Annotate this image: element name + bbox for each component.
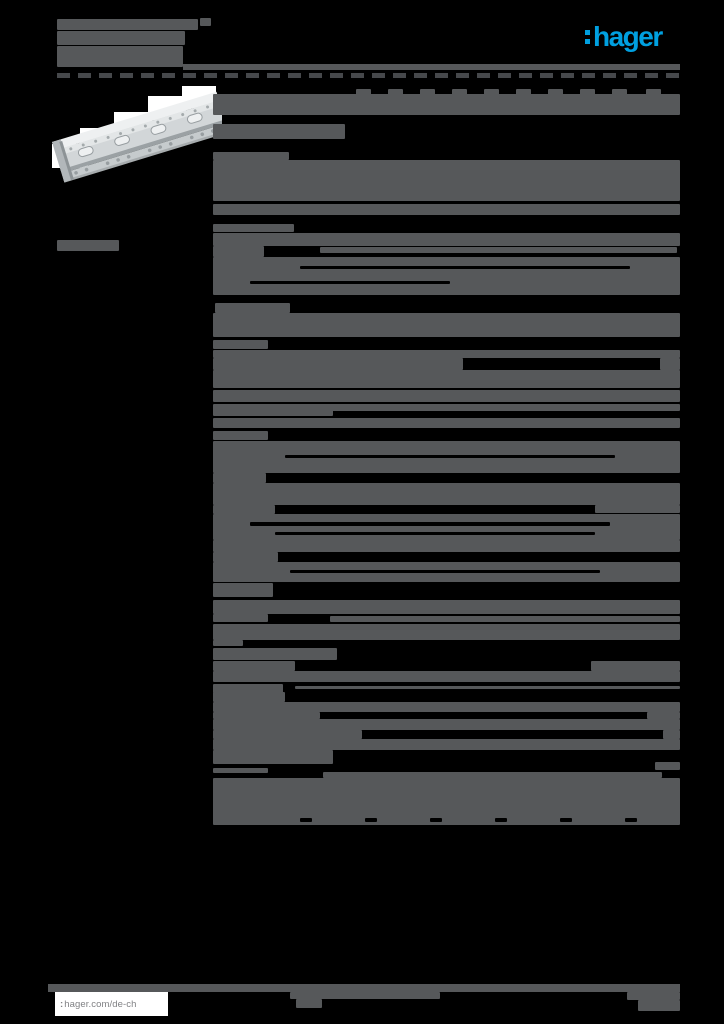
redacted-text-line: [330, 404, 680, 411]
redacted-text-line: [57, 240, 119, 251]
redacted-text-line: [560, 818, 572, 822]
footer-url: hager.com/de-ch: [64, 998, 137, 1010]
redacted-text-line: [213, 233, 680, 246]
redacted-text-line: [612, 89, 627, 95]
footer-url-prefix-icon: :: [60, 998, 64, 1010]
redacted-text-line: [290, 992, 440, 999]
footer-rule: [48, 984, 680, 992]
redacted-text-line: [57, 19, 198, 30]
redacted-text-line: [213, 739, 680, 750]
redacted-text-line: [213, 246, 264, 257]
redacted-text-line: [323, 772, 662, 778]
redacted-text-line: [356, 89, 371, 95]
redacted-text-line: [213, 152, 289, 160]
redacted-text-line: [213, 684, 283, 693]
redacted-text-line: [213, 483, 680, 505]
redacted-text-line: [484, 89, 499, 95]
redacted-text-line: [591, 661, 680, 671]
redacted-text-line: [215, 303, 290, 313]
redacted-text-line: [250, 201, 623, 204]
redacted-text-line: [213, 712, 320, 719]
redacted-text-line: [213, 719, 680, 730]
redacted-text-line: [638, 1000, 680, 1011]
redacted-text-line: [646, 89, 661, 95]
redacted-text-line: [213, 124, 345, 139]
redacted-text-line: [213, 224, 294, 232]
footer-url-box: : hager.com/de-ch: [55, 992, 168, 1016]
redacted-text-line: [295, 686, 680, 689]
redacted-text-line: [365, 818, 377, 822]
redacted-text-line: [213, 257, 680, 295]
redacted-text-line: [213, 204, 680, 215]
redacted-text-line: [660, 358, 680, 370]
redacted-text-line: [213, 730, 362, 739]
redacted-text-line: [213, 94, 680, 115]
redacted-text-line: [213, 540, 680, 552]
redacted-text-line: [452, 89, 467, 95]
redacted-text-line: [300, 818, 312, 822]
header-dashed-line: [57, 73, 680, 78]
redacted-text-line: [213, 358, 463, 370]
redacted-text-line: [213, 624, 680, 640]
redacted-text-line: [388, 89, 403, 95]
redacted-text-line: [213, 370, 680, 388]
redacted-text-line: [213, 640, 243, 646]
redacted-text-line: [495, 818, 507, 822]
redacted-text-line: [250, 522, 610, 526]
redacted-text-line: [330, 616, 680, 622]
redacted-text-line: [548, 89, 563, 95]
redacted-text-line: [213, 473, 266, 483]
redacted-text-line: [647, 712, 680, 719]
redacted-text-line: [213, 768, 268, 773]
header-rule: [183, 64, 680, 70]
redacted-text-line: [320, 247, 677, 253]
hager-logo-text: hager: [593, 21, 663, 52]
redacted-text-line: [213, 661, 295, 671]
redacted-text-line: [213, 431, 268, 440]
redacted-text-line: [213, 614, 268, 622]
redacted-text-line: [655, 762, 680, 770]
redacted-text-line: [213, 671, 680, 682]
redacted-text-line: [275, 532, 595, 535]
redacted-text-line: [213, 583, 273, 597]
redacted-text-line: [300, 266, 630, 269]
redacted-text-line: [213, 514, 680, 540]
redacted-text-line: [213, 552, 278, 562]
redacted-text-line: [213, 340, 268, 349]
redacted-text-line: [213, 702, 680, 712]
redacted-text-line: [213, 350, 680, 358]
redacted-text-line: [420, 89, 435, 95]
redacted-text-line: [280, 752, 320, 760]
redacted-text-line: [516, 89, 531, 95]
product-image: [52, 86, 222, 183]
redacted-text-line: [57, 31, 185, 45]
redacted-text-line: [250, 281, 450, 284]
redacted-text-line: [213, 692, 285, 702]
redacted-text-line: [213, 505, 275, 514]
redacted-text-line: [285, 455, 615, 458]
redacted-text-line: [290, 570, 600, 573]
redacted-text-line: [213, 648, 337, 660]
redacted-text-line: [213, 600, 680, 614]
hager-logo-colon-icon: [585, 29, 590, 49]
redacted-text-line: [213, 418, 680, 428]
redacted-text-line: [213, 778, 680, 825]
redacted-text-line: [213, 313, 680, 337]
redacted-text-line: [57, 46, 183, 67]
redacted-text-line: [200, 18, 211, 26]
redacted-text-line: [296, 999, 322, 1008]
redacted-text-line: [213, 390, 680, 402]
redacted-text-line: [430, 818, 442, 822]
redacted-text-line: [213, 404, 333, 416]
redacted-text-line: [625, 818, 637, 822]
redacted-text-line: [580, 89, 595, 95]
redacted-text-line: [213, 160, 680, 201]
redacted-text-line: [627, 992, 680, 1000]
redacted-text-line: [663, 730, 680, 739]
redacted-text-line: [595, 505, 680, 513]
hager-logo: hager: [585, 21, 663, 52]
